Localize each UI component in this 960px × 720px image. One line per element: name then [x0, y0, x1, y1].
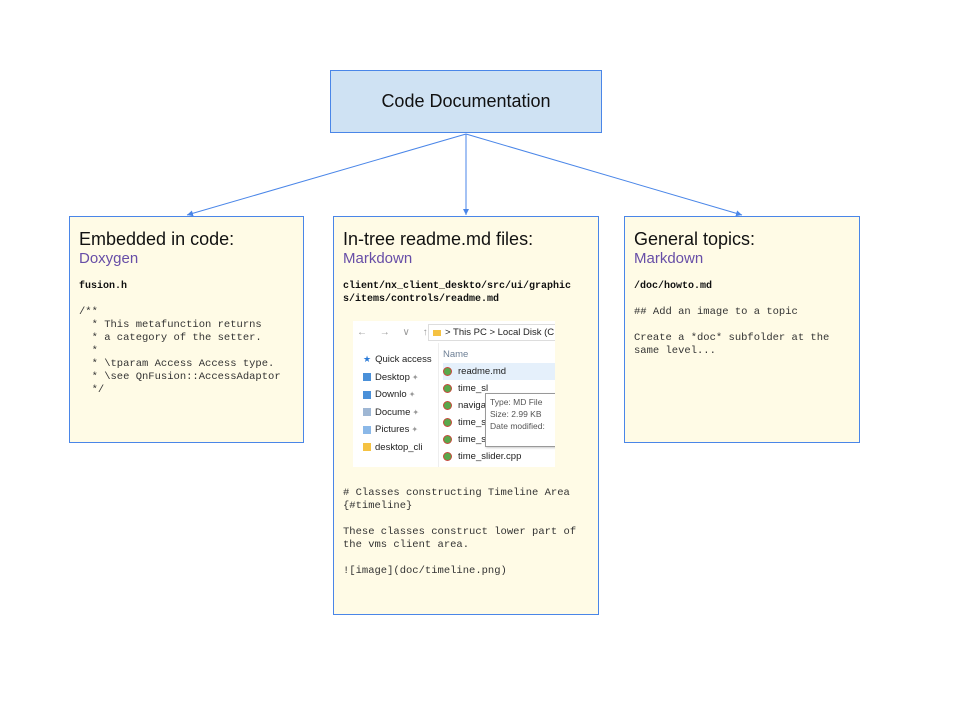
file-icon: [443, 401, 452, 410]
sidebar-item-label: Quick access: [375, 354, 432, 366]
folder-icon: [433, 329, 441, 336]
embedded-subtitle: Doxygen: [79, 250, 139, 267]
readme-heading: # Classes constructing Timeline Area {#t…: [343, 487, 570, 512]
explorer-divider: [438, 343, 439, 467]
file-icon: [443, 418, 452, 427]
file-icon: [443, 367, 452, 376]
topics-file: /doc/howto.md: [634, 281, 713, 292]
folder-icon: [363, 373, 371, 382]
file-name: time_step.h: [458, 417, 508, 428]
root-label: Code Documentation: [381, 91, 551, 111]
sidebar-item: Desktop ✦: [353, 369, 435, 387]
embedded-title: Embedded in code:: [79, 229, 235, 249]
tooltip-date: Date modified:: [490, 421, 545, 431]
readme-card: In-tree readme.md files: Markdown client…: [333, 216, 599, 615]
file-name: time_sl: [458, 383, 489, 394]
file-row: time_sl: [443, 380, 555, 397]
folder-icon: [363, 425, 371, 434]
folder-icon: [363, 390, 371, 399]
pin-icon: ✦: [411, 372, 419, 382]
file-row: readme.md: [443, 363, 555, 380]
tooltip-size: Size: 2.99 KB: [490, 409, 542, 419]
sidebar-item-label: Docume: [375, 406, 411, 418]
embedded-file: fusion.h: [79, 281, 128, 292]
sidebar-item-label: Pictures: [375, 424, 410, 436]
pin-icon: ✦: [411, 425, 419, 435]
sidebar-item-label: Downlo: [375, 389, 407, 401]
tooltip-type: Type: MD File: [490, 397, 543, 407]
embedded-card: Embedded in code: Doxygen fusion.h /** *…: [69, 216, 304, 443]
topics-title: General topics:: [634, 229, 756, 249]
folder-icon: [363, 408, 371, 417]
file-explorer-screenshot: ← → ∨ ↑ > This PC > Local Disk (C: ★ Qui…: [353, 321, 555, 467]
folder-icon: [363, 443, 371, 452]
sidebar-item: Pictures ✦: [353, 421, 435, 439]
topics-body: Create a *doc* subfolder at the same lev…: [634, 332, 830, 357]
explorer-file-list: Name readme.md time_sl navigat time_step…: [443, 347, 555, 465]
arrow-to-embedded: [186, 133, 467, 217]
sidebar-item-label: desktop_cli: [375, 441, 423, 453]
topics-card: General topics: Markdown /doc/howto.md #…: [624, 216, 860, 443]
file-row: time_step.h: [443, 414, 555, 431]
file-row: time_slider.cpp: [443, 448, 555, 465]
file-icon: [443, 435, 452, 444]
sidebar-item-label: Desktop: [375, 371, 410, 383]
explorer-toolbar: ← → ∨ ↑: [353, 321, 555, 343]
readme-title: In-tree readme.md files:: [343, 229, 534, 249]
arrow-to-topics: [465, 133, 743, 217]
readme-body: These classes construct lower part of th…: [343, 526, 577, 551]
readme-file: client/nx_client_deskto/src/ui/graphic s…: [343, 281, 572, 305]
explorer-path: > This PC > Local Disk (C:: [445, 327, 555, 338]
file-name: navigat: [458, 400, 489, 411]
explorer-address-bar: > This PC > Local Disk (C:: [428, 324, 555, 341]
sidebar-item: Downlo ✦: [353, 386, 435, 404]
explorer-sidebar: ★ Quick access Desktop ✦ Downlo ✦ Docume…: [353, 351, 435, 456]
file-icon: [443, 384, 452, 393]
embedded-code: /** * This metafunction returns * a cate…: [79, 306, 281, 396]
sidebar-item: ★ Quick access: [353, 351, 435, 369]
column-header-name: Name: [443, 349, 469, 360]
pin-icon: ✦: [412, 407, 420, 417]
file-name: readme.md: [458, 366, 507, 377]
pin-icon: ✦: [408, 390, 416, 400]
file-row: navigat: [443, 397, 555, 414]
file-name: time_slider.cpp: [458, 451, 522, 462]
readme-image-link: ![image](doc/timeline.png): [343, 565, 507, 577]
root-node: Code Documentation: [330, 70, 602, 133]
file-icon: [443, 452, 452, 461]
topics-heading: ## Add an image to a topic: [634, 306, 798, 318]
explorer-nav-icons: ← → ∨ ↑: [357, 326, 433, 338]
file-tooltip: Type: MD File Size: 2.99 KB Date modifie…: [485, 393, 555, 447]
sidebar-item: desktop_cli: [353, 439, 435, 457]
sidebar-item: Docume ✦: [353, 404, 435, 422]
star-icon: ★: [363, 354, 372, 365]
topics-subtitle: Markdown: [634, 250, 704, 267]
readme-subtitle: Markdown: [343, 250, 413, 267]
